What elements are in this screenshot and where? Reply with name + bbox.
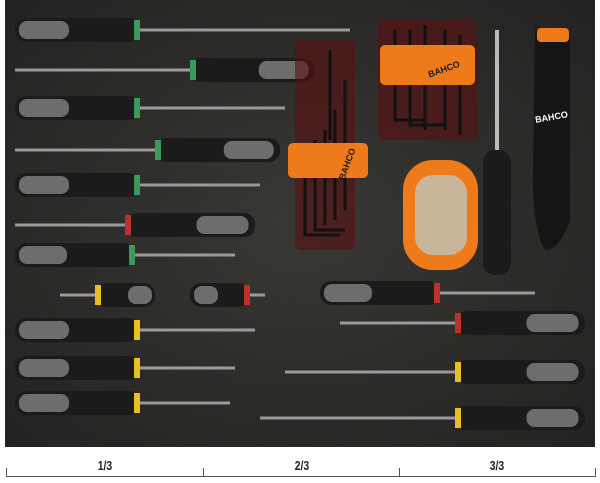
color-ring xyxy=(455,313,461,333)
hex-key-set-right: BAHCO xyxy=(378,20,478,140)
screwdriver xyxy=(260,406,585,430)
scale-tick xyxy=(6,468,7,477)
screwdriver xyxy=(15,356,235,380)
color-ring xyxy=(455,362,461,382)
grip xyxy=(324,284,372,302)
tool-tray-photo: BAHCO BAHCO BAHCO xyxy=(5,0,595,447)
color-ring xyxy=(134,98,140,118)
scale-tick xyxy=(203,468,204,477)
grip xyxy=(19,359,69,377)
hex-key-holder xyxy=(380,45,475,85)
color-ring xyxy=(134,320,140,340)
stubby-screwdriver-vertical xyxy=(483,30,511,275)
scale-tick xyxy=(595,468,596,477)
hex-key-holder xyxy=(288,143,368,178)
screwdriver xyxy=(15,391,230,415)
screwdriver xyxy=(15,243,235,267)
screwdriver xyxy=(340,311,585,335)
grip xyxy=(526,409,579,427)
scale-bar xyxy=(6,476,596,477)
color-ring xyxy=(134,175,140,195)
color-ring xyxy=(244,285,250,305)
color-ring xyxy=(134,358,140,378)
scale-label-2: 2/3 xyxy=(294,458,310,473)
color-ring xyxy=(134,393,140,413)
color-ring xyxy=(434,283,440,303)
bit-set-case xyxy=(403,160,478,270)
hex-key-set-left: BAHCO xyxy=(288,40,368,250)
color-ring xyxy=(129,245,135,265)
grip xyxy=(19,394,69,412)
color-ring xyxy=(134,20,140,40)
knife-sheath: BAHCO xyxy=(533,28,570,250)
screwdriver xyxy=(15,173,260,197)
screwdrivers xyxy=(15,18,585,430)
screwdriver xyxy=(320,281,535,305)
screwdriver xyxy=(60,283,155,307)
scale-tick xyxy=(399,468,400,477)
screwdriver xyxy=(190,283,265,307)
color-ring xyxy=(455,408,461,428)
grip xyxy=(19,99,69,117)
grip xyxy=(194,286,218,304)
screwdriver xyxy=(15,96,285,120)
grip xyxy=(526,363,579,381)
grip xyxy=(19,176,69,194)
color-ring xyxy=(125,215,131,235)
screwdriver xyxy=(285,360,585,384)
screwdriver xyxy=(15,138,280,162)
grip xyxy=(526,314,579,332)
scale-label-3: 3/3 xyxy=(489,458,505,473)
grip xyxy=(128,286,152,304)
color-ring xyxy=(190,60,196,80)
grip xyxy=(19,321,69,339)
color-ring xyxy=(95,285,101,305)
screwdriver xyxy=(15,213,255,237)
color-ring xyxy=(155,140,161,160)
grip xyxy=(19,21,69,39)
grip xyxy=(19,246,67,264)
screwdriver xyxy=(15,18,350,42)
scale-label-1: 1/3 xyxy=(97,458,113,473)
grip xyxy=(223,141,274,159)
knife-handle xyxy=(537,28,569,42)
screwdriver xyxy=(15,318,255,342)
grip xyxy=(196,216,249,234)
